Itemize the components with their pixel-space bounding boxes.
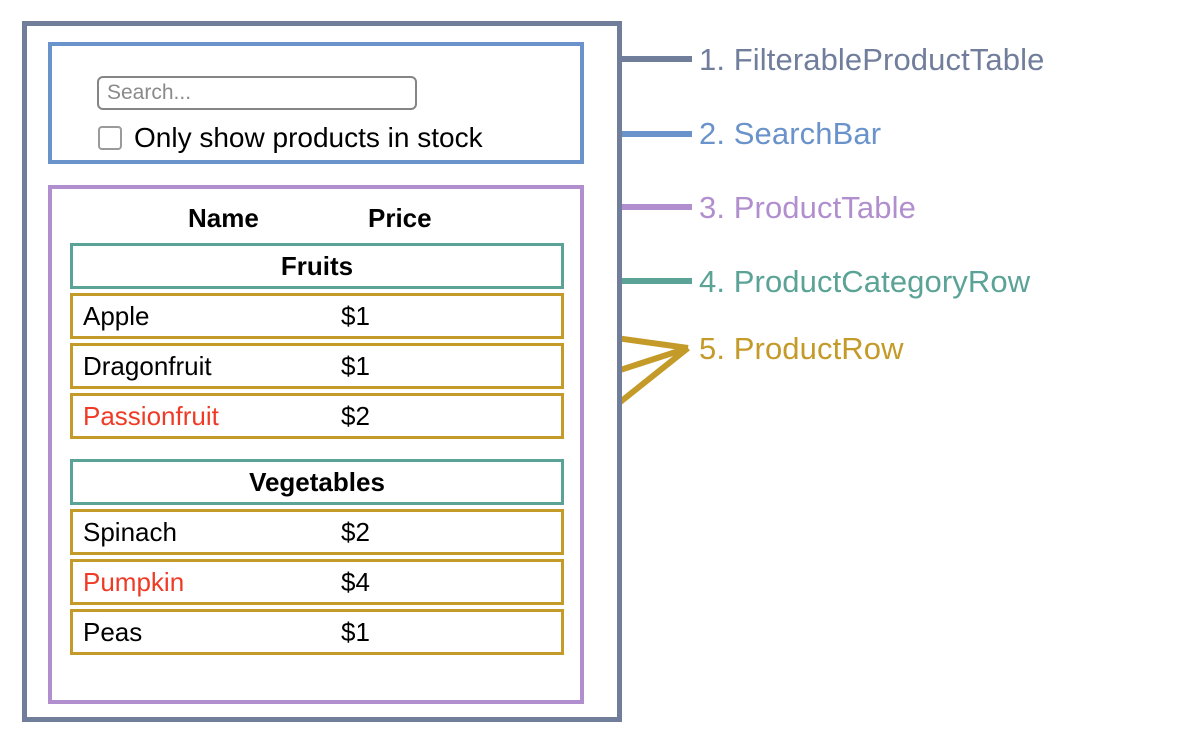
table-header-row: Name Price [52,197,580,239]
search-bar-container: Only show products in stock [48,42,584,164]
product-price: $2 [341,401,370,431]
legend-item-search-bar: 2. SearchBar [699,116,882,151]
legend-item-product-category-row: 4. ProductCategoryRow [699,264,1031,299]
product-price: $1 [341,351,370,381]
filterable-product-table-container: Only show products in stock Name Price F… [22,21,622,722]
product-name: Spinach [83,517,177,547]
search-input[interactable] [97,76,417,110]
product-row: Dragonfruit $1 [70,343,564,389]
product-category-label: Fruits [280,250,354,281]
in-stock-filter[interactable]: Only show products in stock [98,124,483,152]
product-name: Dragonfruit [83,351,212,381]
product-price: $1 [341,301,370,331]
product-name: Pumpkin [83,567,185,597]
product-name: Peas [83,617,143,647]
column-header-price: Price [368,203,432,233]
product-price: $1 [341,617,370,647]
product-table-container: Name Price Fruits Apple $1 Dragonfruit $… [48,185,584,704]
product-name: Passionfruit [83,401,219,431]
product-row: Spinach $2 [70,509,564,555]
product-price: $4 [341,567,370,597]
legend-item-product-row: 5. ProductRow [699,331,904,366]
table-body: Fruits Apple $1 Dragonfruit $1 Passionfr… [70,243,564,659]
legend-item-product-table: 3. ProductTable [699,190,916,225]
product-name: Apple [83,301,150,331]
legend-item-filterable-product-table: 1. FilterableProductTable [699,42,1045,77]
in-stock-checkbox[interactable] [98,126,122,150]
product-price: $2 [341,517,370,547]
product-category-row: Fruits [70,243,564,289]
product-category-row: Vegetables [70,459,564,505]
product-row-out-of-stock: Pumpkin $4 [70,559,564,605]
group-spacer [70,443,564,459]
column-header-name: Name [188,203,259,233]
product-row-out-of-stock: Passionfruit $2 [70,393,564,439]
product-category-label: Vegetables [249,466,385,497]
product-row: Apple $1 [70,293,564,339]
product-row: Peas $1 [70,609,564,655]
in-stock-checkbox-label: Only show products in stock [134,122,483,153]
